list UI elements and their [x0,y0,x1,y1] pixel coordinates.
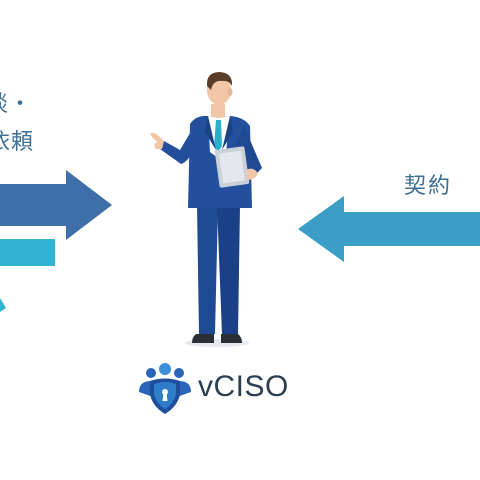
team-shield-icon [139,363,191,414]
brand-name: vCISO [198,370,289,403]
right-label: 契約 [404,174,453,199]
businessman-with-tablet-icon [150,72,262,347]
left-label-line2: 依頼 [0,130,35,155]
left-arrow-dark [0,170,112,240]
right-arrow [298,196,480,262]
left-small-mark [0,298,6,312]
left-arrow-cyan [0,239,55,266]
left-label-line1: 談・ [0,92,33,117]
